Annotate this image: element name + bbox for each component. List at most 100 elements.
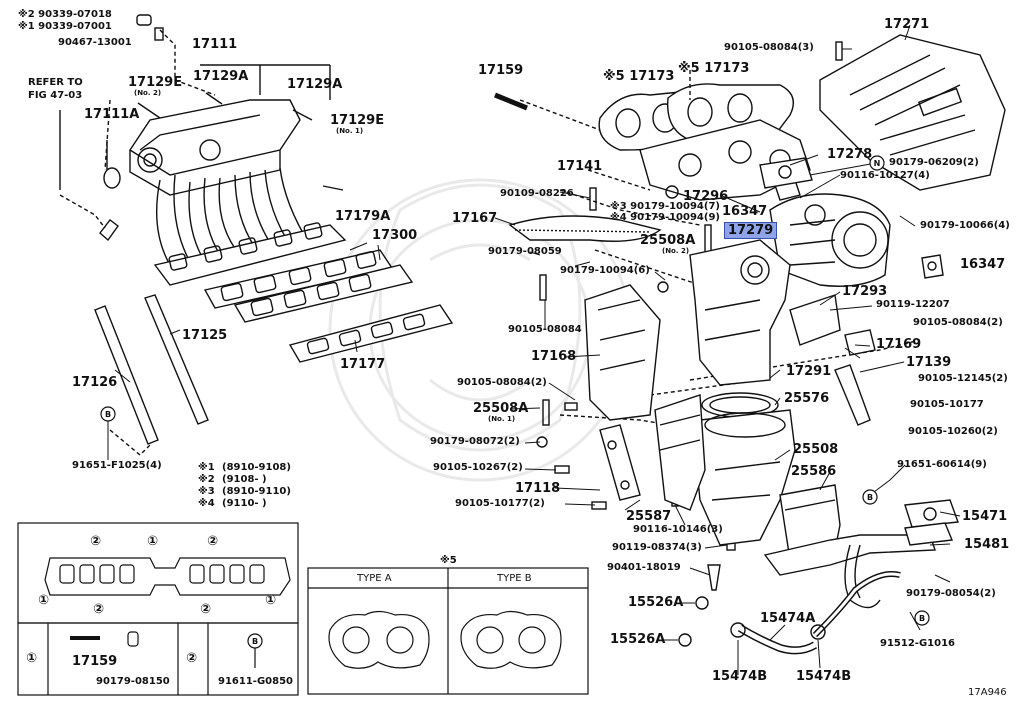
part-label: 17177 — [340, 357, 386, 372]
part-label: 25508A — [640, 233, 696, 248]
part-label: 25586 — [791, 464, 837, 479]
part-label: 90467-13001 — [58, 37, 132, 48]
svg-text:N: N — [874, 159, 881, 168]
part-label: 15526A — [628, 595, 684, 610]
part-label: 17278 — [827, 147, 873, 162]
part-label: 17296 — [683, 189, 729, 204]
hose-clamps-15474b — [730, 622, 826, 640]
part-label: 90179-10066(4) — [920, 220, 1010, 231]
part-label: 90119-12207 — [876, 299, 950, 310]
turbine-elbow-17279 — [689, 239, 791, 386]
part-label: 90179-08150 — [96, 676, 170, 687]
part-label: 15474A — [760, 611, 816, 626]
circled-2-icon: ② — [90, 534, 102, 549]
part-label: 16347 — [722, 204, 768, 219]
circled-2-icon: ② — [207, 534, 219, 549]
legend-text: (8910-9108) — [222, 462, 291, 473]
part-label: 17141 — [557, 159, 603, 174]
part-label: 25587 — [626, 509, 672, 524]
circled-1-icon: ① — [26, 651, 38, 666]
inset-note-mark: ※5 — [440, 555, 457, 566]
turbo-heat-cover-17271 — [819, 34, 1006, 191]
stud-17159 — [494, 92, 528, 111]
part-label: 90105-08084(3) — [724, 42, 814, 53]
part-label: 17167 — [452, 211, 498, 226]
part-label: 90119-08374(3) — [612, 542, 702, 553]
part-label: 17125 — [182, 328, 228, 343]
part-label: ※3 90179-10094(7) — [610, 201, 720, 212]
leader-lines-solid-left — [59, 64, 331, 190]
bracket-17169 — [844, 329, 876, 356]
leader-lines-right — [107, 24, 961, 675]
link-17139 — [834, 364, 871, 426]
part-label: 90105-10177(2) — [455, 498, 545, 509]
part-label: 90109-08226 — [500, 188, 574, 199]
part-label: 17159 — [478, 63, 524, 78]
circled-1-icon: ① — [265, 593, 277, 608]
part-label: 17179A — [335, 209, 391, 224]
svg-text:B: B — [919, 614, 925, 623]
legend-mark: ※4 — [198, 498, 215, 509]
part-label: 17168 — [531, 349, 577, 364]
part-label: ※1 90339-07001 — [18, 21, 112, 32]
part-label: 90179-08072(2) — [430, 436, 520, 447]
b-washer-icon — [100, 406, 930, 649]
part-label: 90105-08084 — [508, 324, 582, 335]
bracket-17293 — [789, 294, 841, 346]
part-label: 15474B — [712, 669, 768, 684]
part-label: 90105-10267(2) — [433, 462, 523, 473]
part-label: 90105-08084(2) — [457, 377, 547, 388]
part-label: 17129E — [128, 75, 183, 90]
part-label: 90116-10146(3) — [633, 524, 723, 535]
part-label: 15474B — [796, 669, 852, 684]
svg-text:B: B — [252, 637, 258, 646]
part-label: 25508 — [793, 442, 839, 457]
legend-mark: ※1 — [198, 462, 215, 473]
part-label: 17129A — [287, 77, 343, 92]
part-label: 90179-08054(2) — [906, 588, 996, 599]
exhaust-manifold-gaskets-17173 — [598, 83, 794, 151]
part-label: 90116-10127(4) — [840, 170, 930, 181]
part-label: 17111A — [84, 107, 140, 122]
circled-2-icon: ② — [186, 651, 198, 666]
exhaust-gasket-17177 — [288, 304, 454, 363]
fittings-top-left — [99, 14, 344, 242]
insulator-25587 — [654, 394, 706, 511]
part-label: 25576 — [784, 391, 830, 406]
part-label: 15481 — [964, 537, 1010, 552]
bracket-17118 — [599, 424, 641, 501]
intake-manifold-shape — [129, 99, 347, 286]
part-label: 90105-12145(2) — [918, 373, 1008, 384]
legend-text: (8910-9110) — [222, 486, 291, 497]
part-label-note: (No. 1) — [336, 127, 364, 135]
inset-box-gasket-types — [17, 522, 299, 696]
part-label: ※5 17173 — [678, 61, 750, 76]
part-label-note: (No. 2) — [662, 247, 690, 255]
part-label: 17129A — [193, 69, 249, 84]
part-label: 90179-06209(2) — [889, 157, 979, 168]
heat-insulator-17167 — [508, 215, 662, 242]
refer-note-line2: FIG 47-03 — [28, 90, 83, 101]
type-b-header: TYPE B — [497, 573, 532, 584]
part-label: 15526A — [610, 632, 666, 647]
svg-text:B: B — [867, 493, 873, 502]
oil-hose-15474a — [737, 571, 901, 655]
leader-lines-left — [59, 29, 216, 456]
highlighted-part-17279[interactable]: 17279 — [724, 222, 778, 239]
part-label: 16347 — [960, 257, 1006, 272]
part-label: 17118 — [515, 481, 561, 496]
legend-text: (9108- ) — [222, 474, 267, 485]
n-nut-icon — [869, 155, 885, 171]
circled-1-icon: ① — [38, 593, 50, 608]
part-label: 17293 — [842, 284, 888, 299]
part-label: 91651-60614(9) — [897, 459, 987, 470]
part-label: 90105-10177 — [910, 399, 984, 410]
legend-mark: ※2 — [198, 474, 215, 485]
svg-text:B: B — [105, 410, 111, 419]
refer-note-line1: REFER TO — [28, 77, 83, 88]
part-label: 17159 — [72, 654, 118, 669]
part-label: 90179-08059 — [488, 246, 562, 257]
part-label: 17129E — [330, 113, 385, 128]
part-label: 91611-G0850 — [218, 676, 293, 687]
